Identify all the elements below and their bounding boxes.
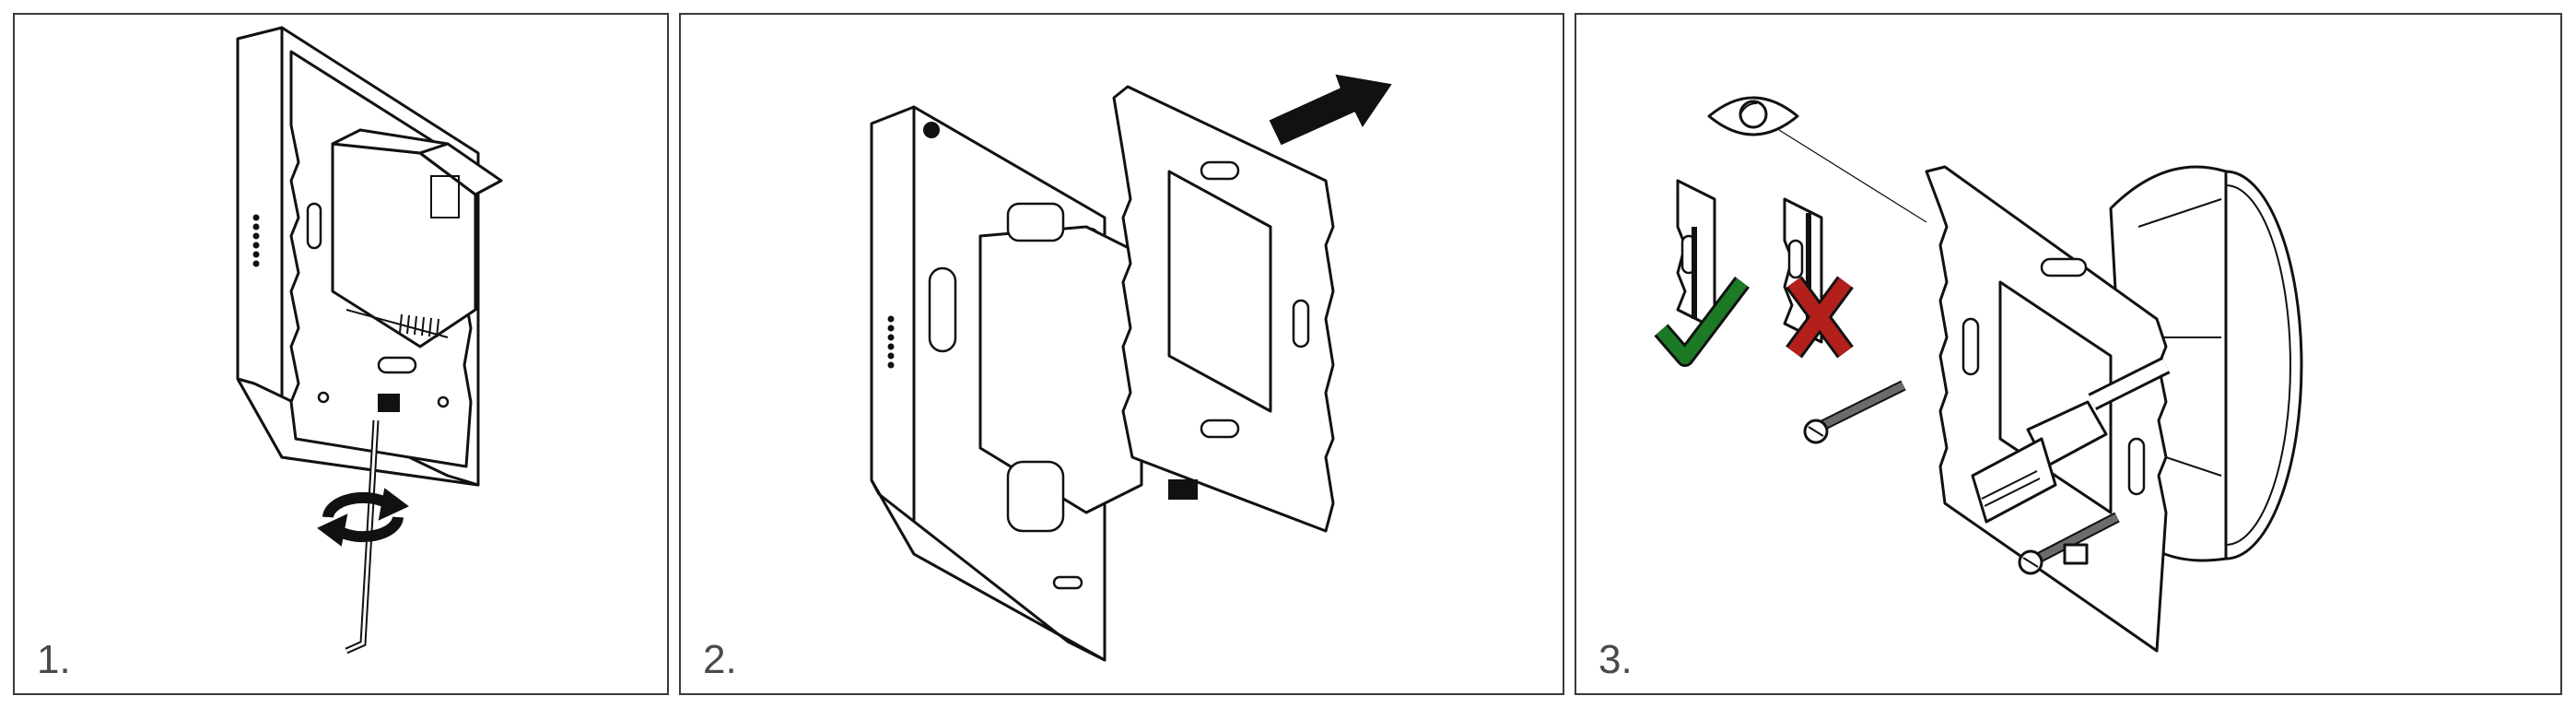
plate-opening: [1167, 170, 1272, 413]
direction-arrow-icon: [1269, 74, 1392, 146]
plate-slot-top: [1200, 160, 1240, 181]
rotate-arrows-icon: [317, 488, 409, 547]
step-3-panel: 3.: [1575, 13, 2562, 695]
eye-leader-line: [1778, 129, 1927, 223]
plate-slot-left: [1961, 317, 1980, 376]
release-latch: [378, 394, 400, 412]
plate-latch: [1168, 479, 1198, 500]
cross-icon: [1786, 276, 1854, 359]
bottom-slot: [1052, 575, 1083, 590]
mounting-slot-top: [1006, 202, 1065, 242]
network-module: [978, 225, 1143, 514]
step-2-illustration: [870, 74, 1392, 662]
screw-hole: [317, 391, 330, 404]
step-number: 2.: [703, 637, 737, 682]
side-led-dots: [887, 315, 895, 369]
step-3-illustration: [1654, 96, 2303, 653]
screw-hole-right: [437, 395, 450, 408]
plate-latch: [2063, 543, 2089, 565]
plate-slot-bottom: [1200, 419, 1240, 439]
network-cable: [1971, 357, 2171, 524]
plate-slot-top: [2040, 257, 2088, 277]
eye-icon: [1707, 96, 1799, 136]
plate-slot-right: [2127, 437, 2146, 496]
correct-mount-detail: [1676, 179, 1716, 330]
step-1-illustration: [236, 26, 503, 655]
cross-stroke-b: [1787, 277, 1852, 357]
plug-contacts: [1981, 470, 2041, 507]
step-2-panel: 2.: [679, 13, 1564, 695]
screw-top: [1803, 380, 1906, 444]
check-icon: [1654, 276, 1750, 367]
step-1-panel: 1.: [13, 13, 669, 695]
mounting-slot-left: [306, 202, 322, 250]
module-contacts: [345, 309, 449, 338]
step-number: 1.: [37, 637, 71, 682]
screw-bottom: [2018, 512, 2120, 575]
check-mark: [1656, 277, 1748, 364]
mounting-slot-left: [928, 266, 957, 353]
step-number: 3.: [1598, 637, 1633, 682]
corner-screw-top: [923, 122, 940, 138]
module-right-top: [418, 142, 503, 196]
mounting-slot-bottom: [1006, 460, 1065, 533]
mounting-slot-bottom: [377, 356, 417, 374]
side-led-dots: [252, 214, 260, 267]
contact-pins: [399, 313, 439, 338]
device-bottom-edge: [870, 478, 1107, 662]
plate-slot-right: [1292, 299, 1310, 348]
rj45-socket: [430, 175, 460, 218]
